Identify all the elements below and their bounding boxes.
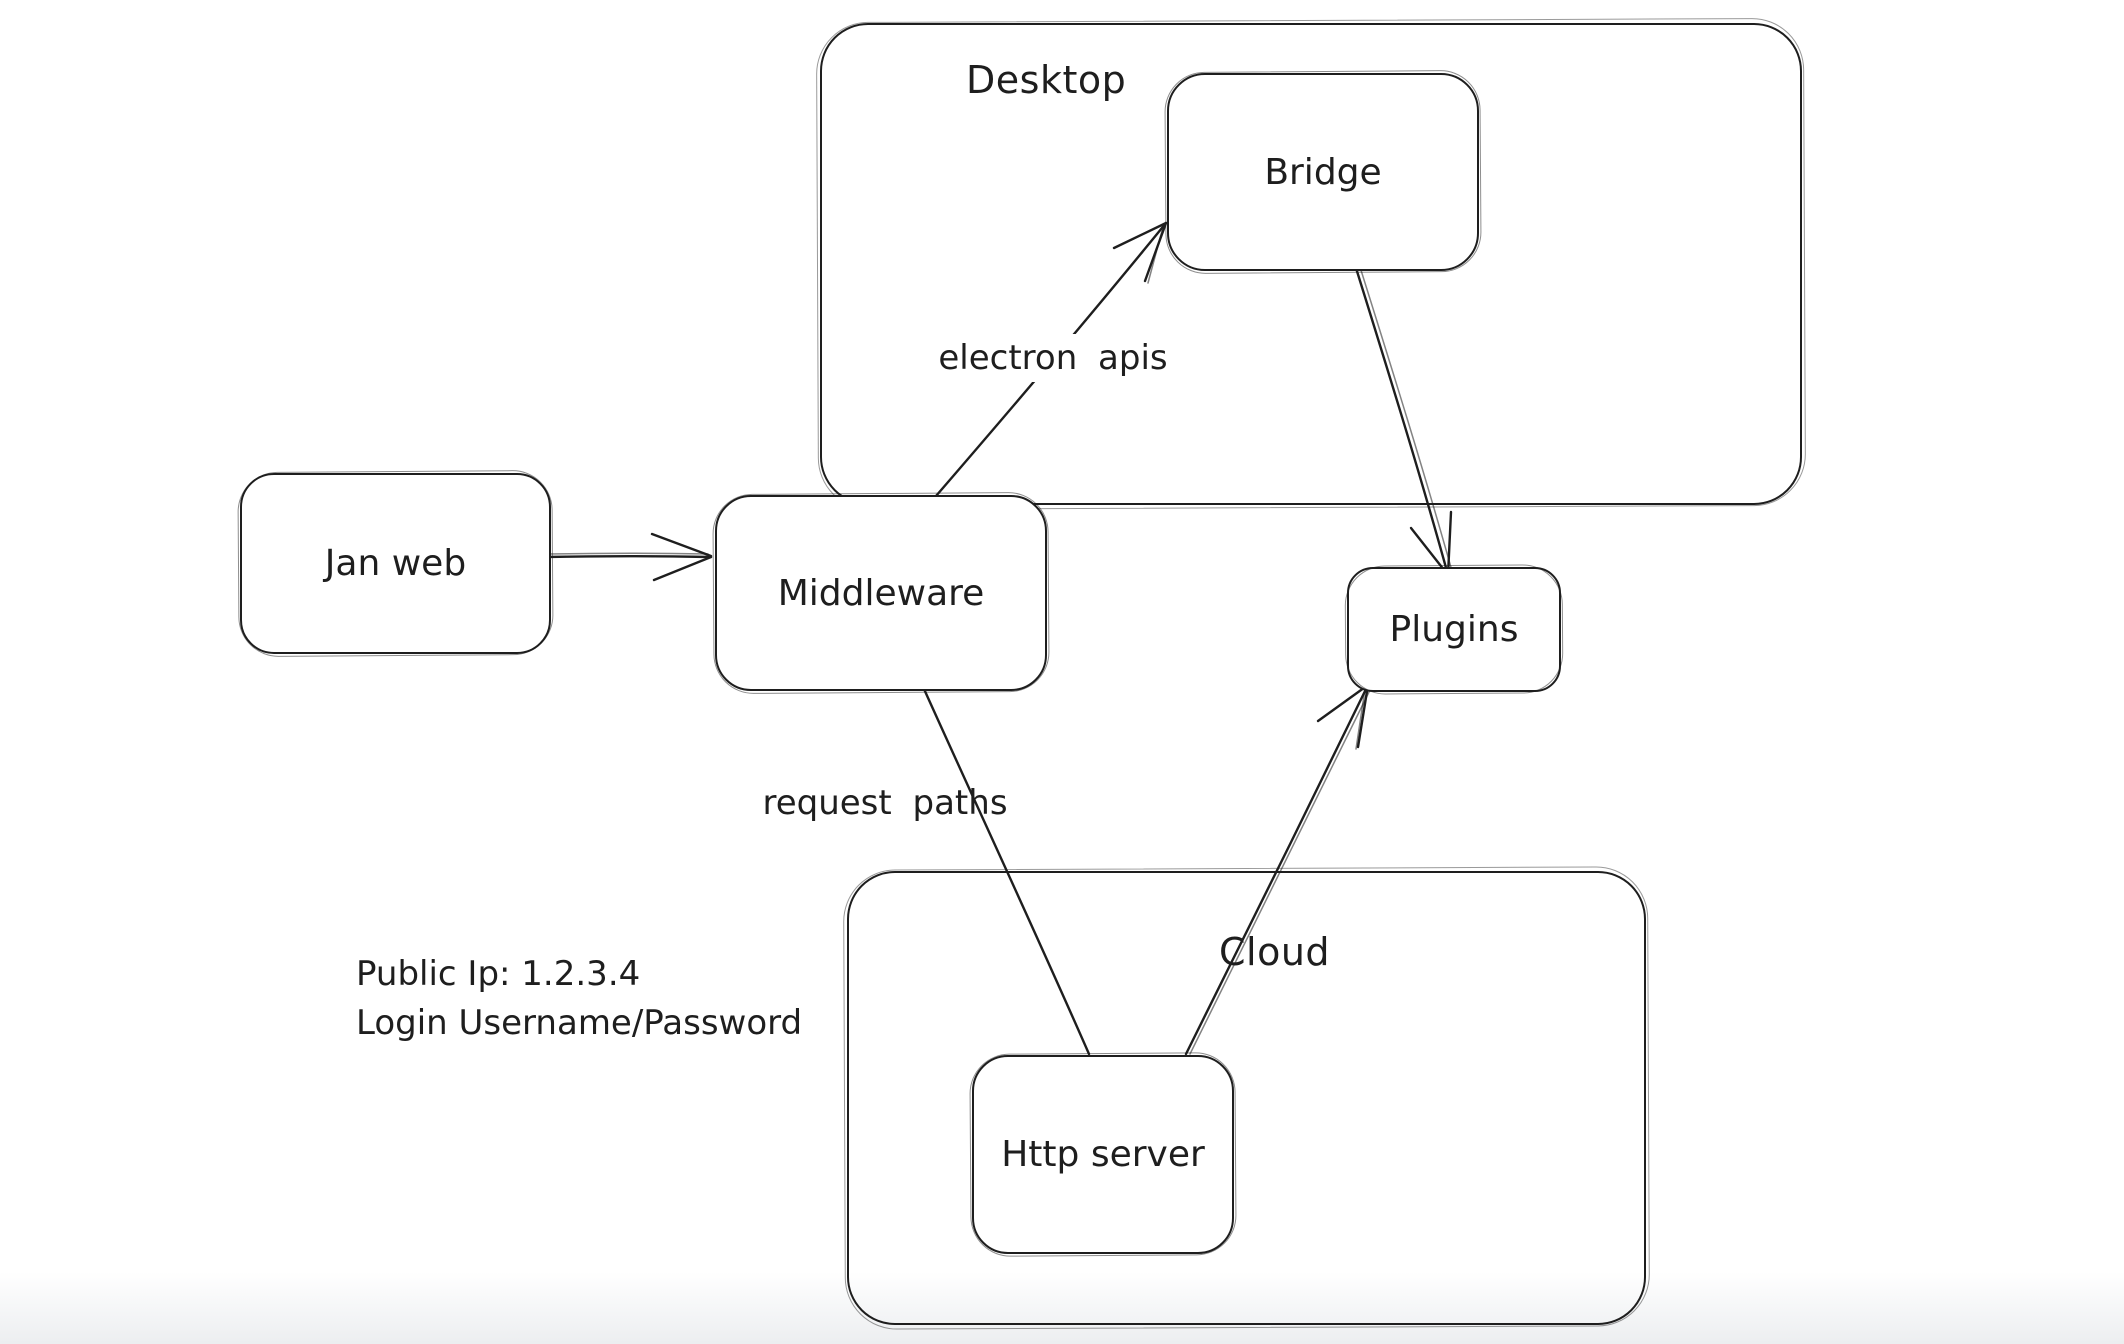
node-plugins[interactable]: Plugins bbox=[1347, 567, 1561, 692]
node-jan-web[interactable]: Jan web bbox=[240, 473, 551, 654]
edge-middleware-to-httpserver[interactable] bbox=[922, 687, 1091, 1056]
edge-bridge-to-plugins[interactable] bbox=[1354, 266, 1453, 577]
node-bridge[interactable]: Bridge bbox=[1167, 73, 1479, 271]
bridge-label: Bridge bbox=[1264, 151, 1382, 193]
edge-httpserver-to-plugins[interactable] bbox=[1184, 683, 1372, 1056]
annotation-line-login: Login Username/Password bbox=[356, 1003, 803, 1044]
annotation-line-public-ip: Public Ip: 1.2.3.4 bbox=[356, 954, 641, 994]
desktop-container[interactable] bbox=[820, 23, 1802, 505]
node-middleware[interactable]: Middleware bbox=[715, 495, 1047, 691]
middleware-label: Middleware bbox=[777, 572, 985, 614]
edge-label-request-paths[interactable]: request paths bbox=[762, 783, 1008, 823]
edge-janweb-to-middleware[interactable] bbox=[543, 532, 713, 582]
annotation-text[interactable]: Public Ip: 1.2.3.4 Login Username/Passwo… bbox=[356, 950, 802, 1049]
jan-web-label: Jan web bbox=[324, 543, 467, 584]
http-server-label: Http server bbox=[1001, 1134, 1205, 1175]
plugins-label: Plugins bbox=[1389, 609, 1519, 650]
node-http-server[interactable]: Http server bbox=[972, 1055, 1234, 1254]
desktop-container-label[interactable]: Desktop bbox=[966, 58, 1127, 102]
edge-label-electron-apis[interactable]: electron apis bbox=[926, 334, 1180, 382]
cloud-container[interactable] bbox=[847, 871, 1646, 1325]
